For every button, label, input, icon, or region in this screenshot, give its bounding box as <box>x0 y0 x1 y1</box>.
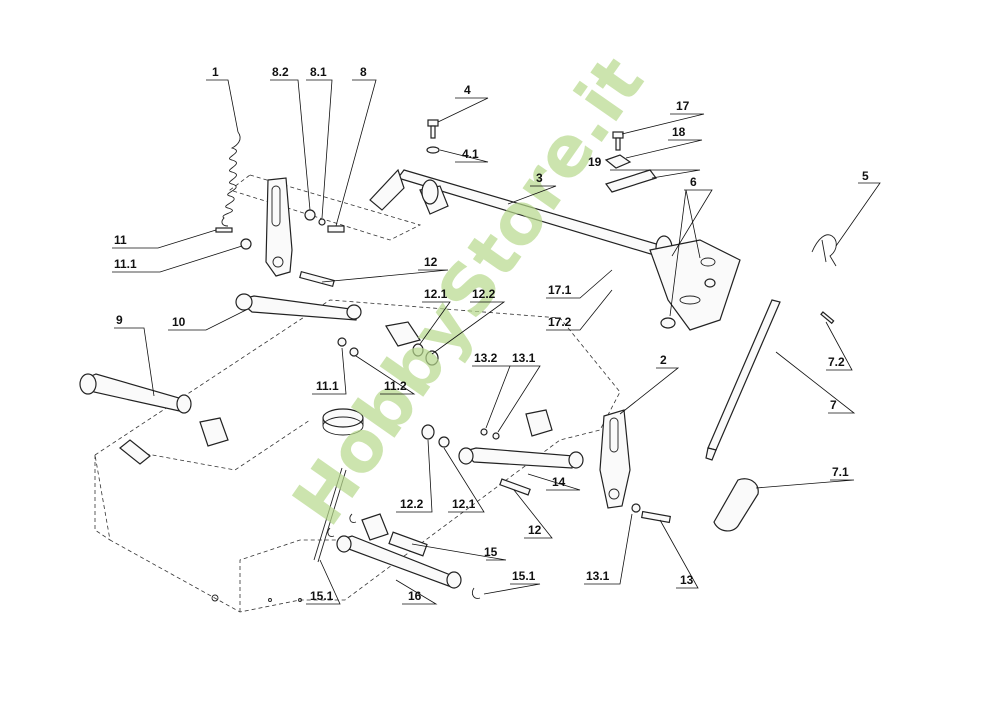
part-labels: 1 8.2 8.1 8 4 4.1 3 17 18 19 6 5 11 11.1… <box>114 65 869 603</box>
label-8: 8 <box>360 65 367 79</box>
label-12-1-b: 12.1 <box>452 497 476 511</box>
label-4-1: 4.1 <box>462 147 479 161</box>
label-14: 14 <box>552 475 566 489</box>
spring-part-1 <box>221 131 241 227</box>
label-7-1: 7.1 <box>832 465 849 479</box>
label-10: 10 <box>172 315 186 329</box>
main-shaft-part-3 <box>369 168 741 331</box>
label-6: 6 <box>690 175 697 189</box>
label-12-b: 12 <box>528 523 542 537</box>
lever-part-16 <box>327 513 481 599</box>
label-13-1-b: 13.1 <box>586 569 610 583</box>
label-2: 2 <box>660 353 667 367</box>
label-11: 11 <box>114 233 127 247</box>
label-3: 3 <box>536 171 543 185</box>
label-19: 19 <box>588 155 602 169</box>
label-15-1-b: 15.1 <box>310 589 334 603</box>
label-13: 13 <box>680 573 694 587</box>
threaded-rod <box>313 467 347 563</box>
label-8-1: 8.1 <box>310 65 327 79</box>
left-lift-plate <box>215 177 345 277</box>
bolt-part-4 <box>426 119 440 154</box>
label-12: 12 <box>424 255 438 269</box>
label-17: 17 <box>676 99 690 113</box>
leader-lines <box>112 79 881 605</box>
label-5: 5 <box>862 169 869 183</box>
bolt-part-17 <box>604 131 657 193</box>
label-7-2: 7.2 <box>828 355 845 369</box>
label-1: 1 <box>212 65 219 79</box>
label-16: 16 <box>408 589 422 603</box>
label-12-1: 12.1 <box>424 287 448 301</box>
label-9: 9 <box>116 313 123 327</box>
deck-brackets <box>119 409 553 465</box>
label-7: 7 <box>830 398 837 412</box>
label-12-2: 12.2 <box>472 287 496 301</box>
label-4: 4 <box>464 83 471 97</box>
label-11-1-b: 11.1 <box>316 379 339 393</box>
label-13-2: 13.2 <box>474 351 498 365</box>
label-12-2-b: 12.2 <box>400 497 424 511</box>
clip-part-5 <box>811 234 837 267</box>
label-8-2: 8.2 <box>272 65 289 79</box>
mower-deck-outline <box>94 174 621 613</box>
deck-collar <box>322 408 364 436</box>
rod-part-7 <box>705 299 835 461</box>
label-15-1: 15.1 <box>512 569 536 583</box>
link-part-14 <box>421 424 584 496</box>
label-17-2: 17.2 <box>548 315 572 329</box>
grip-part-7-1 <box>713 478 759 532</box>
label-11-2: 11.2 <box>384 379 407 393</box>
link-part-10 <box>235 270 362 321</box>
link-part-9 <box>79 373 192 414</box>
center-bracket <box>337 321 439 366</box>
label-17-1: 17.1 <box>548 283 572 297</box>
label-13-1: 13.1 <box>512 351 536 365</box>
label-15: 15 <box>484 545 498 559</box>
label-18: 18 <box>672 125 686 139</box>
right-lift-plate-part-2 <box>599 409 672 524</box>
label-11-1: 11.1 <box>114 257 137 271</box>
